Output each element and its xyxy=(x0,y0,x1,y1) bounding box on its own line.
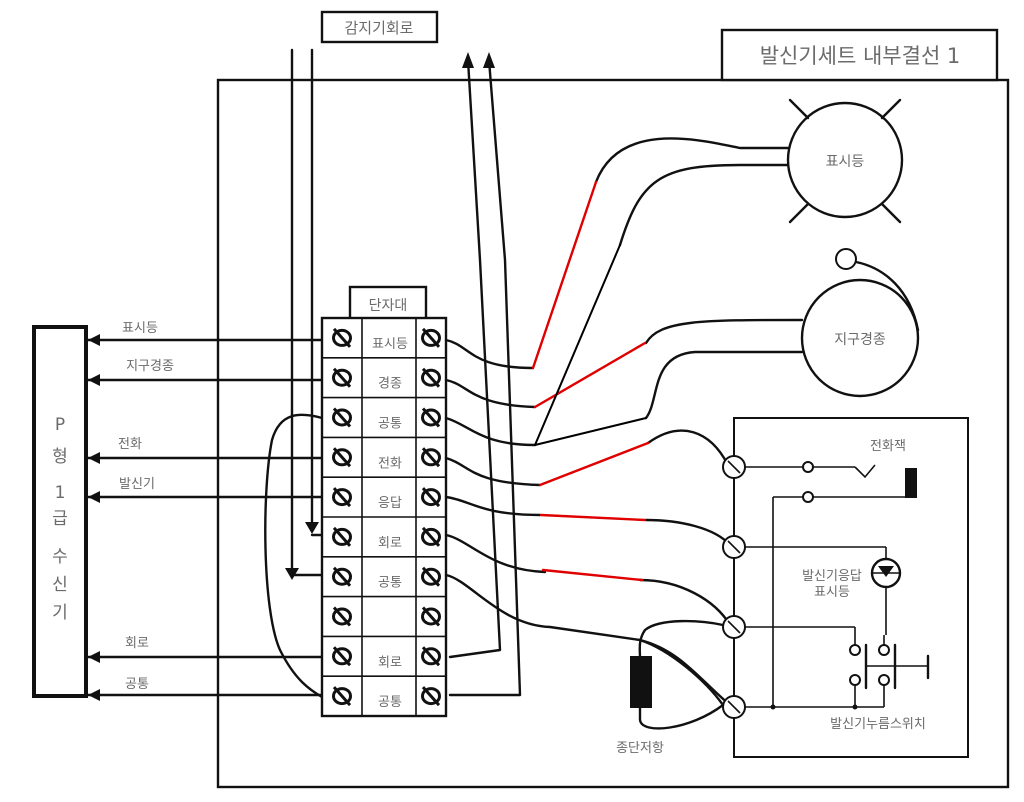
receiver-char: P xyxy=(55,415,65,435)
svg-text:지구경종: 지구경종 xyxy=(126,359,174,374)
terminal-label: 공통 xyxy=(378,576,402,591)
terminal-row: 경종 xyxy=(322,356,446,392)
screw-terminal-icon xyxy=(421,606,441,627)
terminal-row: 공통 xyxy=(322,555,446,591)
arrow-up-icon xyxy=(462,52,474,68)
arrow-down-icon xyxy=(305,522,319,534)
receiver-char: 1 xyxy=(55,483,66,503)
terminal-label: 공통 xyxy=(378,695,402,710)
indicator-lamp-label: 표시등 xyxy=(826,154,865,170)
screw-terminal-icon xyxy=(332,367,352,388)
screw-terminal-icon xyxy=(332,646,352,667)
screw-terminal-icon xyxy=(421,526,441,547)
screw-terminal-icon xyxy=(332,566,352,587)
receiver-line-indicator: 표시등 xyxy=(86,321,324,346)
transmitter-set-boundary xyxy=(216,78,1010,789)
screw-terminal-icon xyxy=(421,566,441,587)
sensor-circuit-box: 감지기회로 xyxy=(320,10,439,44)
screw-terminal-icon xyxy=(421,447,441,468)
receiver-line-common: 공통 xyxy=(86,677,324,701)
svg-text:전화: 전화 xyxy=(118,437,142,452)
svg-text:표시등: 표시등 xyxy=(122,321,158,336)
sensor-circuit-label: 감지기회로 xyxy=(344,19,413,37)
receiver-char: 신 xyxy=(52,575,68,595)
response-lamp: 발신기응답 표시등 xyxy=(745,546,902,635)
sensor-circuit-wires xyxy=(285,48,522,697)
receiver-box: P 형 1 급 수 신 기 xyxy=(32,325,88,698)
arrow-left-icon xyxy=(88,334,100,346)
terminal-row: 공통 xyxy=(322,675,446,710)
terminal-label: 전화 xyxy=(378,456,402,471)
receiver-line-bell: 지구경종 xyxy=(86,359,324,386)
screw-terminal-icon xyxy=(332,407,352,428)
arrow-up-icon xyxy=(483,52,495,68)
bell-label: 지구경종 xyxy=(834,332,886,348)
arrow-left-icon xyxy=(88,689,100,701)
terminal-label: 표시등 xyxy=(372,337,408,352)
receiver-char: 급 xyxy=(52,509,68,529)
arrow-left-icon xyxy=(88,374,100,386)
terminal-label: 공통 xyxy=(378,417,402,432)
bell: 지구경종 xyxy=(800,248,920,398)
common-jumper-wire xyxy=(264,413,324,699)
push-switch: 발신기누름스위치 xyxy=(745,626,930,732)
svg-text:공통: 공통 xyxy=(125,677,149,692)
terminal-label: 응답 xyxy=(378,496,402,511)
terminal-label: 회로 xyxy=(378,655,402,670)
end-resistor: 종단저항 xyxy=(616,619,725,756)
screw-terminal-icon xyxy=(421,407,441,428)
terminal-row xyxy=(322,595,446,627)
receiver-line-phone: 전화 xyxy=(86,437,324,464)
terminal-row: 공통 xyxy=(322,396,446,432)
screw-terminal-icon xyxy=(421,686,441,707)
push-switch-label: 발신기누름스위치 xyxy=(830,717,926,732)
transmitter-panel: 전화잭 발신기응답 표시등 xyxy=(722,417,969,758)
screw-terminal-icon xyxy=(332,686,352,707)
screw-terminal-icon xyxy=(421,367,441,388)
receiver-char: 수 xyxy=(52,547,68,567)
receiver-line-circuit: 회로 xyxy=(86,636,324,663)
screw-terminal-icon xyxy=(332,526,352,547)
arrow-left-icon xyxy=(88,491,100,503)
terminal-label: 경종 xyxy=(378,377,402,392)
title-text: 발신기세트 내부결선 1 xyxy=(760,44,961,68)
screw-terminal-icon xyxy=(421,327,441,348)
receiver-char: 형 xyxy=(52,447,68,467)
terminal-label: 회로 xyxy=(378,536,402,551)
svg-text:회로: 회로 xyxy=(125,636,149,651)
screw-terminal-icon xyxy=(421,646,441,667)
receiver-char: 기 xyxy=(52,603,68,623)
title-box: 발신기세트 내부결선 1 xyxy=(720,28,999,82)
screw-terminal-icon xyxy=(332,327,352,348)
arrow-left-icon xyxy=(88,452,100,464)
response-lamp-label-1: 발신기응답 xyxy=(802,569,862,584)
screw-terminal-icon xyxy=(332,447,352,468)
response-lamp-label-2: 표시등 xyxy=(814,585,850,600)
terminal-row: 표시등 xyxy=(332,327,441,352)
phone-jack-label: 전화잭 xyxy=(870,439,906,454)
phone-jack: 전화잭 xyxy=(745,439,917,707)
screw-terminal-icon xyxy=(421,487,441,508)
screw-terminal-icon xyxy=(332,606,352,627)
terminal-row: 회로 xyxy=(322,635,446,670)
indicator-lamp: 표시등 xyxy=(786,98,904,224)
svg-text:발신기: 발신기 xyxy=(119,477,155,492)
end-resistor-label: 종단저항 xyxy=(616,741,664,756)
arrow-left-icon xyxy=(88,651,100,663)
terminal-row: 응답 xyxy=(322,476,446,511)
device-wires xyxy=(444,137,804,707)
terminal-block-title: 단자대 xyxy=(369,298,408,314)
receiver-lines: 표시등 지구경종 전화 발신기 회로 공통 xyxy=(86,321,324,701)
terminal-row: 전화 xyxy=(322,436,446,471)
terminal-row: 회로 xyxy=(322,516,446,551)
screw-terminal-icon xyxy=(332,487,352,508)
receiver-line-transmitter: 발신기 xyxy=(86,477,324,503)
